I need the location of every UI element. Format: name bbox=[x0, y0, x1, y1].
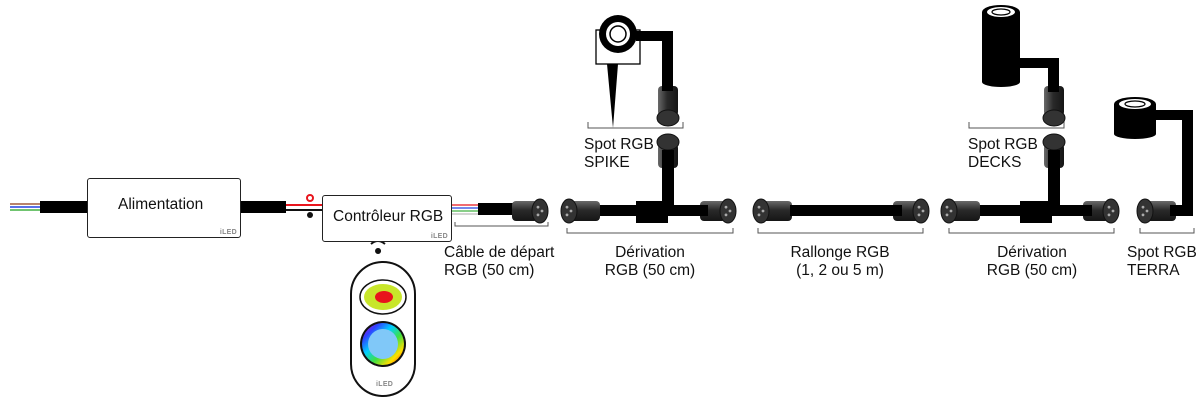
spot-decks-label: Spot RGB DECKS bbox=[968, 136, 1038, 171]
extension-cable-graphic bbox=[790, 205, 902, 216]
brackets bbox=[454, 122, 1195, 234]
start-cable-graphic bbox=[452, 203, 518, 215]
controller-box: Contrôleur RGB iLED bbox=[322, 195, 452, 242]
spot-spike-graphic bbox=[595, 15, 673, 128]
female-connector-icon bbox=[1042, 86, 1066, 127]
female-connector-icon bbox=[752, 198, 792, 224]
derivation-1-graphic bbox=[600, 150, 708, 223]
female-connector-icon bbox=[560, 198, 600, 224]
derivation-2-label: Dérivation RGB (50 cm) bbox=[986, 244, 1078, 279]
start-cable-label: Câble de départ RGB (50 cm) bbox=[444, 244, 555, 279]
power-supply-box: Alimentation iLED bbox=[87, 178, 241, 238]
spot-decks-graphic bbox=[982, 5, 1059, 92]
female-connector-icon bbox=[656, 86, 680, 127]
brand-logo: iLED bbox=[430, 233, 448, 240]
female-connector-icon bbox=[1136, 198, 1176, 224]
negative-terminal-icon bbox=[307, 212, 313, 218]
power-supply-label: Alimentation bbox=[118, 196, 204, 213]
remote-brand-logo: iLED bbox=[376, 381, 394, 388]
derivation-2-graphic bbox=[980, 150, 1092, 223]
remote-control-graphic bbox=[350, 228, 416, 397]
brand-logo: iLED bbox=[219, 229, 237, 236]
spot-terra-graphic bbox=[1114, 97, 1193, 216]
female-connector-icon bbox=[940, 198, 980, 224]
controller-label: Contrôleur RGB bbox=[333, 208, 444, 225]
power-output-cable bbox=[240, 194, 330, 218]
derivation-1-label: Dérivation RGB (50 cm) bbox=[604, 244, 696, 279]
spot-spike-label: Spot RGB SPIKE bbox=[584, 136, 654, 171]
input-wires bbox=[10, 201, 88, 213]
positive-terminal-icon bbox=[306, 194, 314, 202]
male-connector-icon bbox=[512, 198, 549, 224]
spot-terra-label: Spot RGB TERRA bbox=[1127, 244, 1197, 279]
extension-label: Rallonge RGB (1, 2 ou 5 m) bbox=[790, 244, 890, 279]
